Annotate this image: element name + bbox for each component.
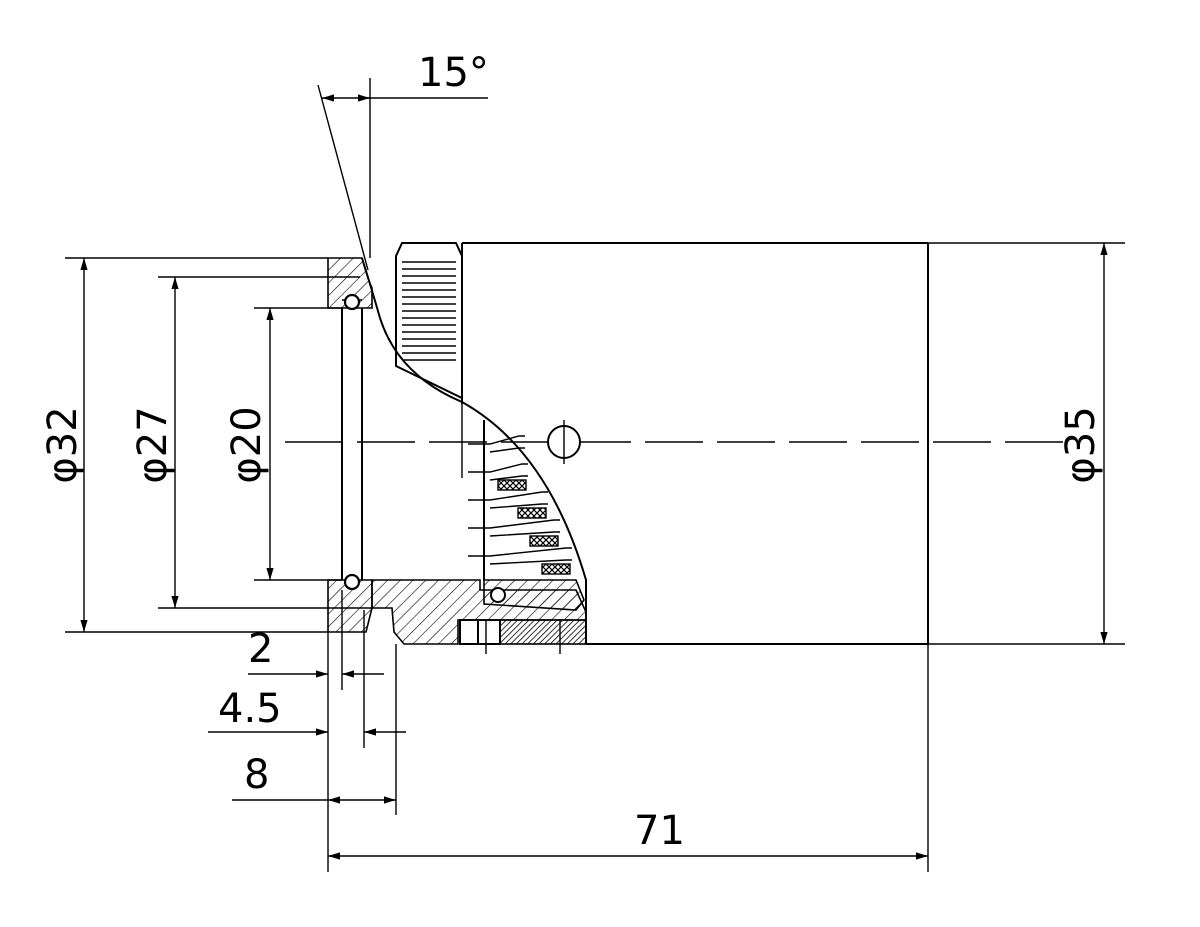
o-ring-small — [490, 587, 506, 603]
phi20-label: φ20 — [224, 406, 270, 483]
insulator-block — [497, 479, 527, 491]
contact-pin — [468, 435, 525, 445]
contact-pin — [468, 463, 528, 473]
contact-pin — [468, 491, 548, 501]
contact-pin-edge — [489, 503, 548, 509]
bottom-insert — [459, 587, 587, 654]
o-ring-top — [343, 293, 361, 311]
bottom-retainer — [371, 579, 587, 645]
len-4-5-label: 4.5 — [218, 686, 282, 732]
contact-pin-edge — [489, 559, 572, 565]
contact-pin — [468, 519, 560, 529]
dim-phi27: φ27 — [130, 276, 372, 609]
dim-phi32: φ32 — [40, 257, 328, 633]
dim-lengths: 2 4.5 8 71 — [208, 590, 929, 872]
contact-pin-edge — [489, 475, 528, 481]
insulator-block — [541, 563, 571, 575]
angle-label: 15° — [418, 50, 489, 96]
cutaway-curve — [361, 257, 587, 644]
insulator-block — [517, 507, 547, 519]
contact-pin — [468, 547, 572, 557]
phi27-label: φ27 — [130, 406, 176, 483]
phi35-label: φ35 — [1058, 406, 1104, 483]
phi32-label: φ32 — [40, 406, 86, 483]
len-71-label: 71 — [634, 808, 685, 854]
len-8-label: 8 — [244, 752, 269, 798]
angle-dimension: 15° — [317, 50, 489, 271]
o-ring-bottom — [343, 573, 361, 591]
insulator-block — [529, 535, 559, 547]
len-2-label: 2 — [248, 626, 273, 672]
dim-phi20: φ20 — [224, 307, 342, 581]
contact-pin-edge — [489, 447, 525, 453]
dim-phi35: φ35 — [928, 242, 1125, 645]
front-flange — [327, 257, 373, 633]
knurled-ring — [395, 242, 463, 400]
contact-pin-edge — [489, 531, 560, 537]
contact-pins — [461, 404, 572, 580]
